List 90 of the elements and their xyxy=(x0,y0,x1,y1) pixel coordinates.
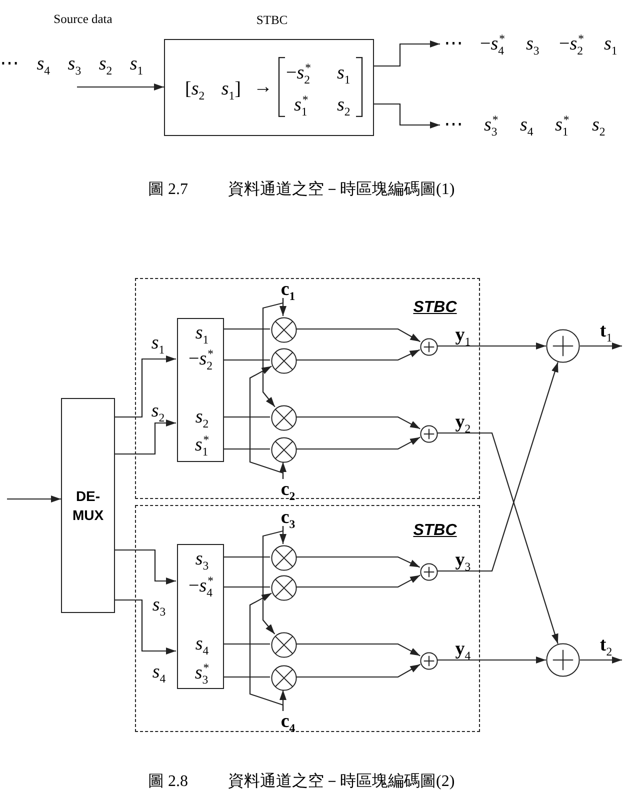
sequence-symbol: s$_{1}$ xyxy=(604,34,618,54)
arrow xyxy=(115,549,176,584)
arrow xyxy=(437,362,558,572)
signal-label: t$_{2}$ xyxy=(600,636,612,654)
arrow xyxy=(437,656,546,664)
signal-line xyxy=(223,328,270,330)
code-label: c$_{3}$ xyxy=(277,508,299,527)
arrow xyxy=(115,599,176,654)
sequence-symbol: s$_{4}$ xyxy=(520,116,534,134)
arrow xyxy=(374,40,440,67)
arrow xyxy=(262,526,284,634)
arrow xyxy=(249,366,284,479)
group-frame xyxy=(135,278,480,499)
signal-line xyxy=(223,586,270,588)
matrix-entry: s$_{1}$ xyxy=(337,64,350,82)
symbol-sequence: ⋯ s$_{4}$ s$_{3}$ s$_{2}$ s$_{1}$ xyxy=(0,54,144,74)
arrow xyxy=(296,349,420,361)
signal-label: s$_{3}$ xyxy=(152,596,166,614)
sequence-symbol: ⋯ xyxy=(444,116,463,134)
signal-label: y$_{3}$ xyxy=(455,550,471,570)
multiplier-symbol xyxy=(271,545,297,571)
matrix-entry: s$_{2}$ xyxy=(337,96,350,114)
multiplier-symbol xyxy=(271,665,297,691)
adder-symbol xyxy=(420,425,438,443)
multiplier-symbol xyxy=(271,632,297,658)
arrow xyxy=(296,416,420,430)
code-label: c$_{1}$ xyxy=(277,280,299,299)
figure-caption: 資料通道之空－時區塊編碼圖(2) xyxy=(228,774,455,790)
adder-symbol xyxy=(420,652,438,670)
group-title: STBC xyxy=(413,523,457,539)
signal-label: y$_{2}$ xyxy=(455,412,471,432)
signal-line xyxy=(223,359,270,361)
adder-symbol xyxy=(546,329,580,363)
symbol-label: s$_{4}$ xyxy=(195,634,209,654)
signal-line xyxy=(223,643,270,645)
arrow xyxy=(296,664,420,678)
arrow xyxy=(115,420,176,455)
adder-symbol xyxy=(420,563,438,581)
arrow xyxy=(374,103,440,128)
signal-label: s$_{2}$ xyxy=(151,402,165,420)
code-label: c$_{2}$ xyxy=(277,480,299,499)
signal-line xyxy=(223,448,270,450)
multiplier-symbol xyxy=(271,437,297,463)
arrow xyxy=(262,298,284,408)
arrow xyxy=(296,556,420,568)
arrow xyxy=(249,592,284,711)
multiplier-symbol xyxy=(271,575,297,601)
arrow xyxy=(580,656,622,664)
adder-symbol xyxy=(546,643,580,677)
arrow xyxy=(580,342,622,350)
multiplier-symbol xyxy=(271,405,297,431)
arrow xyxy=(437,432,558,644)
multiplier-symbol xyxy=(271,317,297,343)
sequence-symbol: ⋯ xyxy=(444,34,463,54)
signal-label: s$_{1}$ xyxy=(151,334,165,352)
code-label: c$_{4}$ xyxy=(277,712,299,731)
mapping-arrow: → xyxy=(254,78,272,96)
encoder-block xyxy=(177,544,224,689)
demux-block: DE-MUX xyxy=(61,398,115,613)
signal-line xyxy=(223,676,270,678)
arrow xyxy=(7,496,61,502)
signal-line xyxy=(223,556,270,558)
signal-label: y$_{1}$ xyxy=(455,326,471,344)
group-title: STBC xyxy=(413,300,457,316)
signal-label: y$_{4}$ xyxy=(455,640,471,658)
figure-caption: 資料通道之空－時區塊編碼圖(1) xyxy=(228,182,455,198)
multiplier-symbol xyxy=(271,348,297,374)
symbol-label: s$_{3}$ xyxy=(195,550,209,568)
sequence-symbol: s$_{2}$ xyxy=(592,116,606,134)
arrow xyxy=(296,328,420,342)
adder-symbol xyxy=(420,338,438,356)
source-label: Source data xyxy=(54,12,112,26)
figure-caption: 圖 2.7 xyxy=(148,182,188,198)
arrow xyxy=(115,356,176,418)
figure-caption: 圖 2.8 xyxy=(148,774,188,790)
signal-label: s$_{4}$ xyxy=(152,662,166,682)
arrow xyxy=(296,574,420,588)
sequence-symbol: s$_{3}$ xyxy=(526,34,540,54)
block-title: STBC xyxy=(256,14,288,26)
arrow xyxy=(437,342,546,350)
signal-line xyxy=(223,416,270,418)
arrow xyxy=(296,436,420,450)
symbol-label: s$_{2}$ xyxy=(195,408,209,426)
arrow xyxy=(296,643,420,656)
arrow xyxy=(77,84,164,90)
input-vector: [s$_{2}$ s$_{1}$] xyxy=(185,80,241,98)
symbol-label: s$_{1}$ xyxy=(195,324,209,342)
group-frame xyxy=(135,505,480,732)
encoder-block xyxy=(177,318,224,462)
signal-label: t$_{1}$ xyxy=(600,322,612,340)
